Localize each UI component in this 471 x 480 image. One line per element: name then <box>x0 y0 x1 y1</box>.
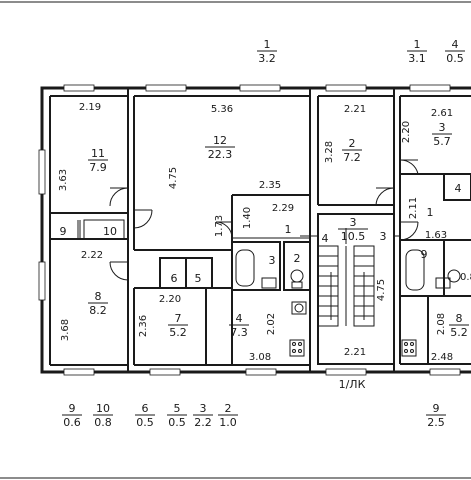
small-number: 1 <box>427 206 434 219</box>
small-number: 3 <box>269 254 276 267</box>
bottom-labels: 9 0.6 10 0.8 6 0.5 5 0.5 3 2.2 2 1.0 9 2… <box>62 402 446 429</box>
small-number: 2 <box>294 252 301 265</box>
kitchen-stoves <box>289 339 417 357</box>
room-area: 5.2 <box>169 326 187 339</box>
dimension-label: 2.35 <box>259 180 281 191</box>
room-number: 3 <box>200 402 207 415</box>
room-area: 0.5 <box>446 52 464 65</box>
room-area: 7.2 <box>343 151 361 164</box>
room-area: 5.2 <box>450 326 468 339</box>
dimension-label: 2.22 <box>81 250 103 261</box>
room-number: 3 <box>439 121 446 134</box>
room-number: 1 <box>264 38 271 51</box>
room-area: 7.9 <box>89 161 107 174</box>
room-labels: 11 7.9 12 22.3 2 7.2 3 5.7 8 8.2 7 5.2 4… <box>88 121 469 339</box>
dimension-label: 4.75 <box>376 279 387 301</box>
room-number: 7 <box>175 312 182 325</box>
dimension-label: 2.48 <box>431 352 453 363</box>
dimension-label: 2.21 <box>344 104 366 115</box>
small-number: 9 <box>421 248 428 261</box>
dimension-label: 3.63 <box>58 169 69 191</box>
room-number: 8 <box>456 312 463 325</box>
dimension-label: 5.36 <box>211 104 233 115</box>
small-number: 6 <box>171 272 178 285</box>
room-area: 3.1 <box>408 52 426 65</box>
room-area: 2.2 <box>194 416 212 429</box>
room-area: 2.5 <box>427 416 445 429</box>
dimension-label: 3.68 <box>60 319 71 341</box>
small-number: 3 <box>380 230 387 243</box>
room-area: 22.3 <box>208 148 233 161</box>
exterior-labels: 1 3.2 1 3.1 4 0.5 <box>257 38 465 65</box>
dimension-label: 2.61 <box>431 108 453 119</box>
room-number: 3 <box>350 216 357 229</box>
dimension-label: 2.20 <box>159 294 181 305</box>
room-area: 0.8 <box>94 416 112 429</box>
dimension-label: 3.08 <box>249 352 271 363</box>
dimension-label: 4.75 <box>168 167 179 189</box>
dimension-label: 2.11 <box>408 197 419 219</box>
dimension-label: 1.40 <box>242 207 253 229</box>
room-number: 5 <box>174 402 181 415</box>
dimension-label: 1.63 <box>425 230 447 241</box>
entrance-label: 1/ЛК <box>339 378 366 391</box>
room-area: 5.7 <box>433 135 451 148</box>
dimension-label: 2.02 <box>266 313 277 335</box>
room-number: 9 <box>433 402 440 415</box>
small-number: 5 <box>195 272 202 285</box>
small-number: 10 <box>103 225 117 238</box>
dimension-label: 2.19 <box>79 102 101 113</box>
room-number: 2 <box>349 137 356 150</box>
doors <box>109 159 419 281</box>
room-number: 4 <box>452 38 459 51</box>
room-area: 3.2 <box>258 52 276 65</box>
room-number: 8 <box>95 290 102 303</box>
room-area: 0.5 <box>136 416 154 429</box>
dimension-label: 2.08 <box>436 313 447 335</box>
room-number: 12 <box>213 134 227 147</box>
small-number: 1 <box>285 223 292 236</box>
interior-walls <box>49 88 471 372</box>
small-room-numbers: 9 10 6 5 1 3 2 4 3 1 9 4 <box>60 182 462 285</box>
dimension-label: 3.28 <box>324 141 335 163</box>
windows <box>38 84 461 376</box>
dimension-label: 2.36 <box>138 315 149 337</box>
room-number: 1 <box>414 38 421 51</box>
room-number: 6 <box>142 402 149 415</box>
room-number: 10 <box>96 402 110 415</box>
room-number: 11 <box>91 147 105 160</box>
room-number: 9 <box>69 402 76 415</box>
small-number: 4 <box>455 182 462 195</box>
room-area: 0.6 <box>63 416 81 429</box>
dimension-label: 2.29 <box>272 203 294 214</box>
room-area: 7.3 <box>230 326 248 339</box>
small-number: 9 <box>60 225 67 238</box>
room-area: 8.2 <box>89 304 107 317</box>
dimension-label: 1.73 <box>214 215 225 237</box>
small-number: 4 <box>322 232 329 245</box>
room-area: 0.5 <box>168 416 186 429</box>
dimension-label: 2.21 <box>344 347 366 358</box>
room-number: 2 <box>225 402 232 415</box>
dimension-label: 2.20 <box>401 121 412 143</box>
bathroom-fixtures <box>235 249 461 315</box>
room-area: 10.5 <box>341 230 366 243</box>
room-number: 4 <box>236 312 243 325</box>
dimension-labels: 2.19 5.36 2.21 2.61 3.63 4.75 3.28 2.20 … <box>58 102 471 363</box>
room-area: 1.0 <box>219 416 237 429</box>
dimension-label: 0.8 <box>460 272 471 283</box>
